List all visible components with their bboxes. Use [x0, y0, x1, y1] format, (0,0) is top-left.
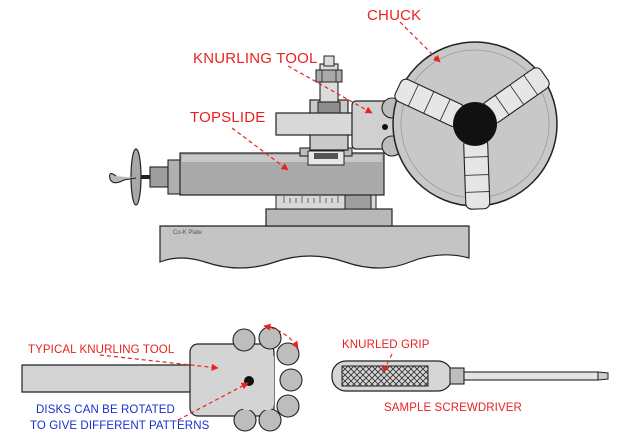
typical-knurl-wheel-right: [279, 368, 303, 392]
lathe-bed: [159, 225, 470, 269]
sample-screwdriver-label: SAMPLE SCREWDRIVER: [384, 402, 522, 414]
chuck-workpiece: [453, 102, 497, 146]
rotation-arrow: [263, 323, 299, 349]
chuck-label: CHUCK: [367, 7, 422, 24]
dial-tick-marks: [283, 196, 339, 203]
knurling-tool-pivot: [382, 124, 388, 130]
disks-label-line2: TO GIVE DIFFERENT PATTERNS: [30, 420, 210, 432]
topslide-highlight: [182, 155, 382, 162]
typical-knurl-wheel-bottom-left: [233, 408, 257, 432]
topslide-arrow: [231, 127, 289, 171]
dial-clamp: [344, 193, 372, 210]
disks-arrow: [177, 382, 249, 421]
bed-mark-label: Co-K Plate: [173, 230, 203, 236]
tool-post-cap: [323, 55, 335, 67]
tool-post-nut: [315, 69, 343, 83]
topslide-label: TOPSLIDE: [190, 109, 266, 126]
screwdriver-shaft: [463, 371, 599, 381]
typical-knurling-tool-drawing: [21, 326, 303, 432]
chuck-arrow: [399, 21, 441, 63]
handwheel-collar: [149, 166, 169, 188]
cross-slide-base: [265, 208, 393, 227]
screwdriver-ferrule: [449, 367, 465, 385]
typical-knurling-tool-label: TYPICAL KNURLING TOOL: [28, 344, 175, 356]
typical-knurl-wheel-right-top: [276, 342, 300, 366]
typical-knurl-wheel-right-bottom: [276, 394, 300, 418]
disks-label-line1: DISKS CAN BE ROTATED: [36, 404, 175, 416]
typical-tool-pivot: [244, 376, 254, 386]
screwdriver-tip: [597, 371, 609, 381]
knurled-grip-arrow: [382, 353, 393, 373]
screwdriver-drawing: [331, 360, 609, 392]
knurling-tool-arrow: [287, 65, 373, 114]
typical-knurl-wheel-top-left: [232, 328, 256, 352]
typical-tool-arrow: [99, 354, 219, 371]
handwheel-handle: [109, 173, 137, 184]
knurling-tool-label: KNURLING TOOL: [193, 50, 318, 67]
handwheel-disc: [130, 148, 142, 206]
chuck-jaw-lower: [463, 138, 491, 210]
typical-knurl-wheel-bottom-right: [258, 408, 282, 432]
knurled-grip-label: KNURLED GRIP: [342, 339, 430, 351]
